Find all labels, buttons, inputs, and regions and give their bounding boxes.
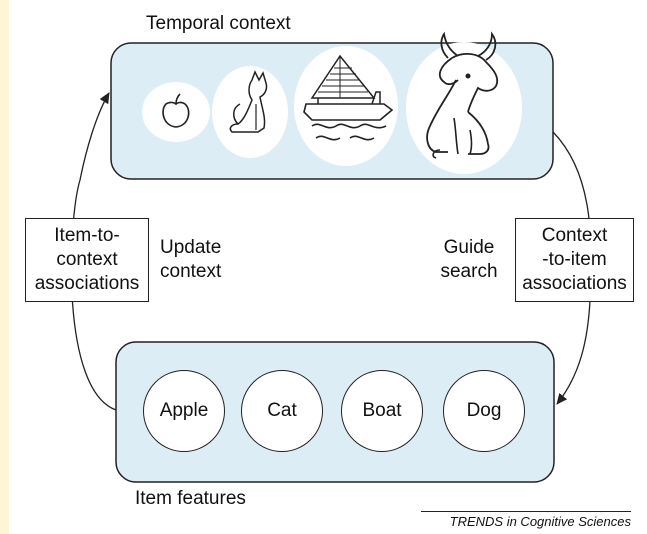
item-features-title: Item features <box>135 488 246 509</box>
context-to-item-label: Context -to-item associations <box>522 225 627 294</box>
apple-drawing <box>142 82 210 142</box>
cat-drawing <box>212 66 288 158</box>
item-apple: Apple <box>143 370 225 452</box>
boat-drawing <box>294 46 398 166</box>
item-to-context-label: Item-to- context associations <box>34 225 140 294</box>
journal-credit: TRENDS in Cognitive Sciences <box>421 511 631 529</box>
item-to-context-box: Item-to- context associations <box>25 218 149 302</box>
update-context-arrow <box>70 92 117 411</box>
item-cat: Cat <box>241 370 323 452</box>
guide-search-label: Guide search <box>440 237 498 282</box>
temporal-context-title: Temporal context <box>146 13 291 34</box>
dog-drawing <box>406 31 522 174</box>
context-to-item-box: Context -to-item associations <box>515 218 634 302</box>
item-dog: Dog <box>443 370 525 452</box>
item-boat: Boat <box>341 370 423 452</box>
update-context-label: Update context <box>160 237 222 282</box>
item-features-box <box>115 341 555 483</box>
